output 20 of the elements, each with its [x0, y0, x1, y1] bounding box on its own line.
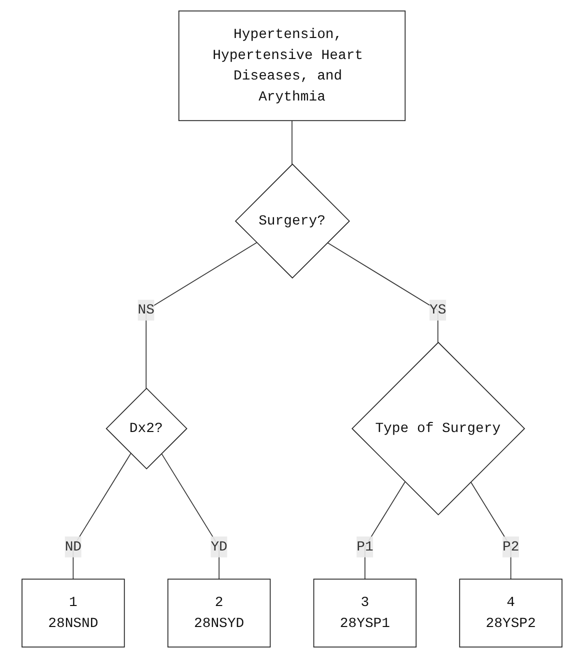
connector — [146, 242, 258, 389]
node-box: Hypertension, Hypertensive Heart Diseases, and Arythmia — [178, 10, 406, 122]
edge-label: ND — [64, 539, 82, 555]
connector — [326, 242, 438, 343]
connector — [470, 481, 512, 580]
connector — [364, 481, 406, 580]
node-box: 2 28NSYD — [167, 578, 271, 648]
connector — [72, 453, 132, 580]
node-diamond: Type of Surgery — [352, 342, 526, 516]
edge-label: NS — [138, 302, 154, 318]
node-box: 3 28YSP1 — [313, 578, 417, 648]
edge-label: YD — [210, 539, 228, 555]
edge-label: P1 — [356, 539, 374, 555]
edge-label: YS — [430, 302, 446, 318]
node-box: 1 28NSND — [22, 578, 125, 648]
connector — [161, 453, 220, 580]
node-box: 4 28YSP2 — [459, 578, 562, 648]
edge-label: P2 — [502, 539, 520, 555]
node-diamond: Surgery? — [234, 164, 350, 279]
node-diamond: Dx2? — [106, 388, 188, 470]
